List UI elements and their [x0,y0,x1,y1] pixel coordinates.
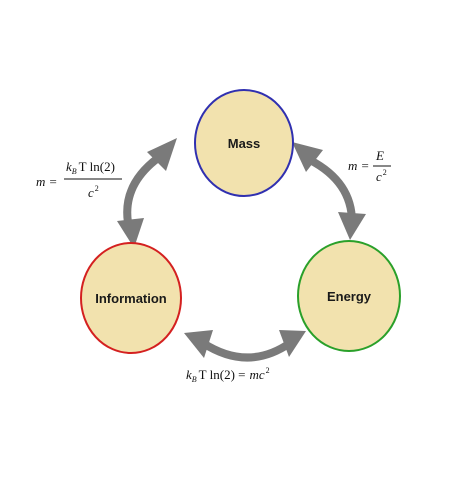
eq-ie-rhs: mc [249,367,264,382]
eq-ie-k-sub: B [192,375,197,384]
eq-mi-denominator: c2 [88,184,99,200]
eq-me-c-sup: 2 [383,168,387,177]
eq-ie-k: k [186,367,192,382]
node-mass-label: Mass [228,136,261,151]
eq-ie-rest: T ln(2) = [199,367,246,382]
eq-mi-numerator-rest: T ln(2) [79,159,115,174]
eq-mi-k-sub: B [72,167,77,176]
arrow-mass-information [117,138,177,248]
eq-mi-k: k [66,159,72,174]
node-mass: Mass [194,89,294,197]
eq-me-denominator: c2 [376,168,387,184]
eq-mi-c: c [88,185,94,200]
eq-mi-lhs: m = [36,174,57,189]
node-information: Information [80,242,182,354]
eq-mi-c-sup: 2 [95,184,99,193]
eq-me-numerator: E [375,148,384,163]
eq-me-lhs: m = [348,158,369,173]
arrow-mass-energy [292,142,366,240]
eq-ie-rhs-sup: 2 [266,366,270,375]
node-energy-label: Energy [327,289,372,304]
node-energy: Energy [297,240,401,352]
node-information-label: Information [95,291,167,306]
eq-me-c: c [376,169,382,184]
arrow-information-energy [184,330,306,362]
equation-mass-energy: m = E c2 [348,148,391,184]
